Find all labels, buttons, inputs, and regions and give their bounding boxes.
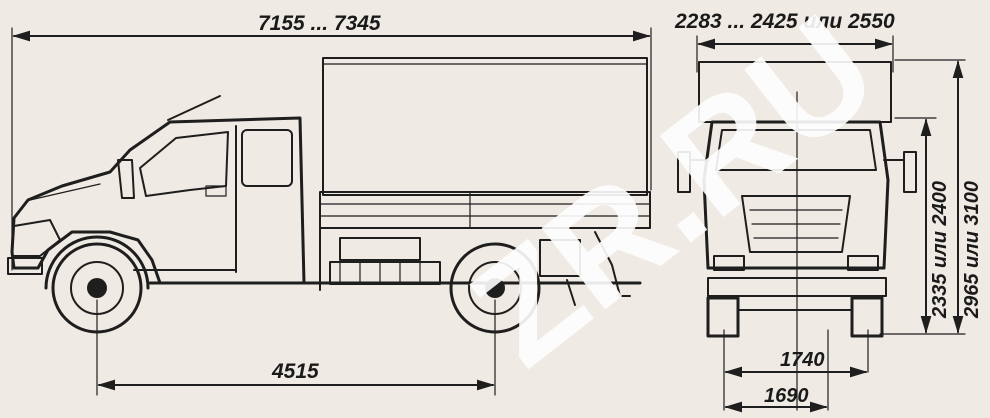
cab-front <box>702 120 890 270</box>
overall-length-label: 7155 ... 7345 <box>258 12 381 35</box>
rear-wheel <box>449 242 541 334</box>
tent-height-label: 2965 или 3100 <box>961 181 983 319</box>
overall-width-label: 2283 ... 2425 или 2550 <box>674 10 895 33</box>
front-track-label: 1740 <box>780 349 825 371</box>
rear-track-label: 1690 <box>764 385 809 407</box>
watermark: ZR.RU <box>441 0 906 397</box>
cab-height-label: 2335 или 2400 <box>929 181 951 319</box>
side-view <box>7 27 652 396</box>
front-wheel <box>44 235 150 334</box>
front-view <box>677 35 966 413</box>
tent-canopy <box>322 57 648 196</box>
wheelbase-label: 4515 <box>271 360 319 383</box>
cab-body <box>10 116 306 285</box>
cargo-board <box>319 191 651 229</box>
